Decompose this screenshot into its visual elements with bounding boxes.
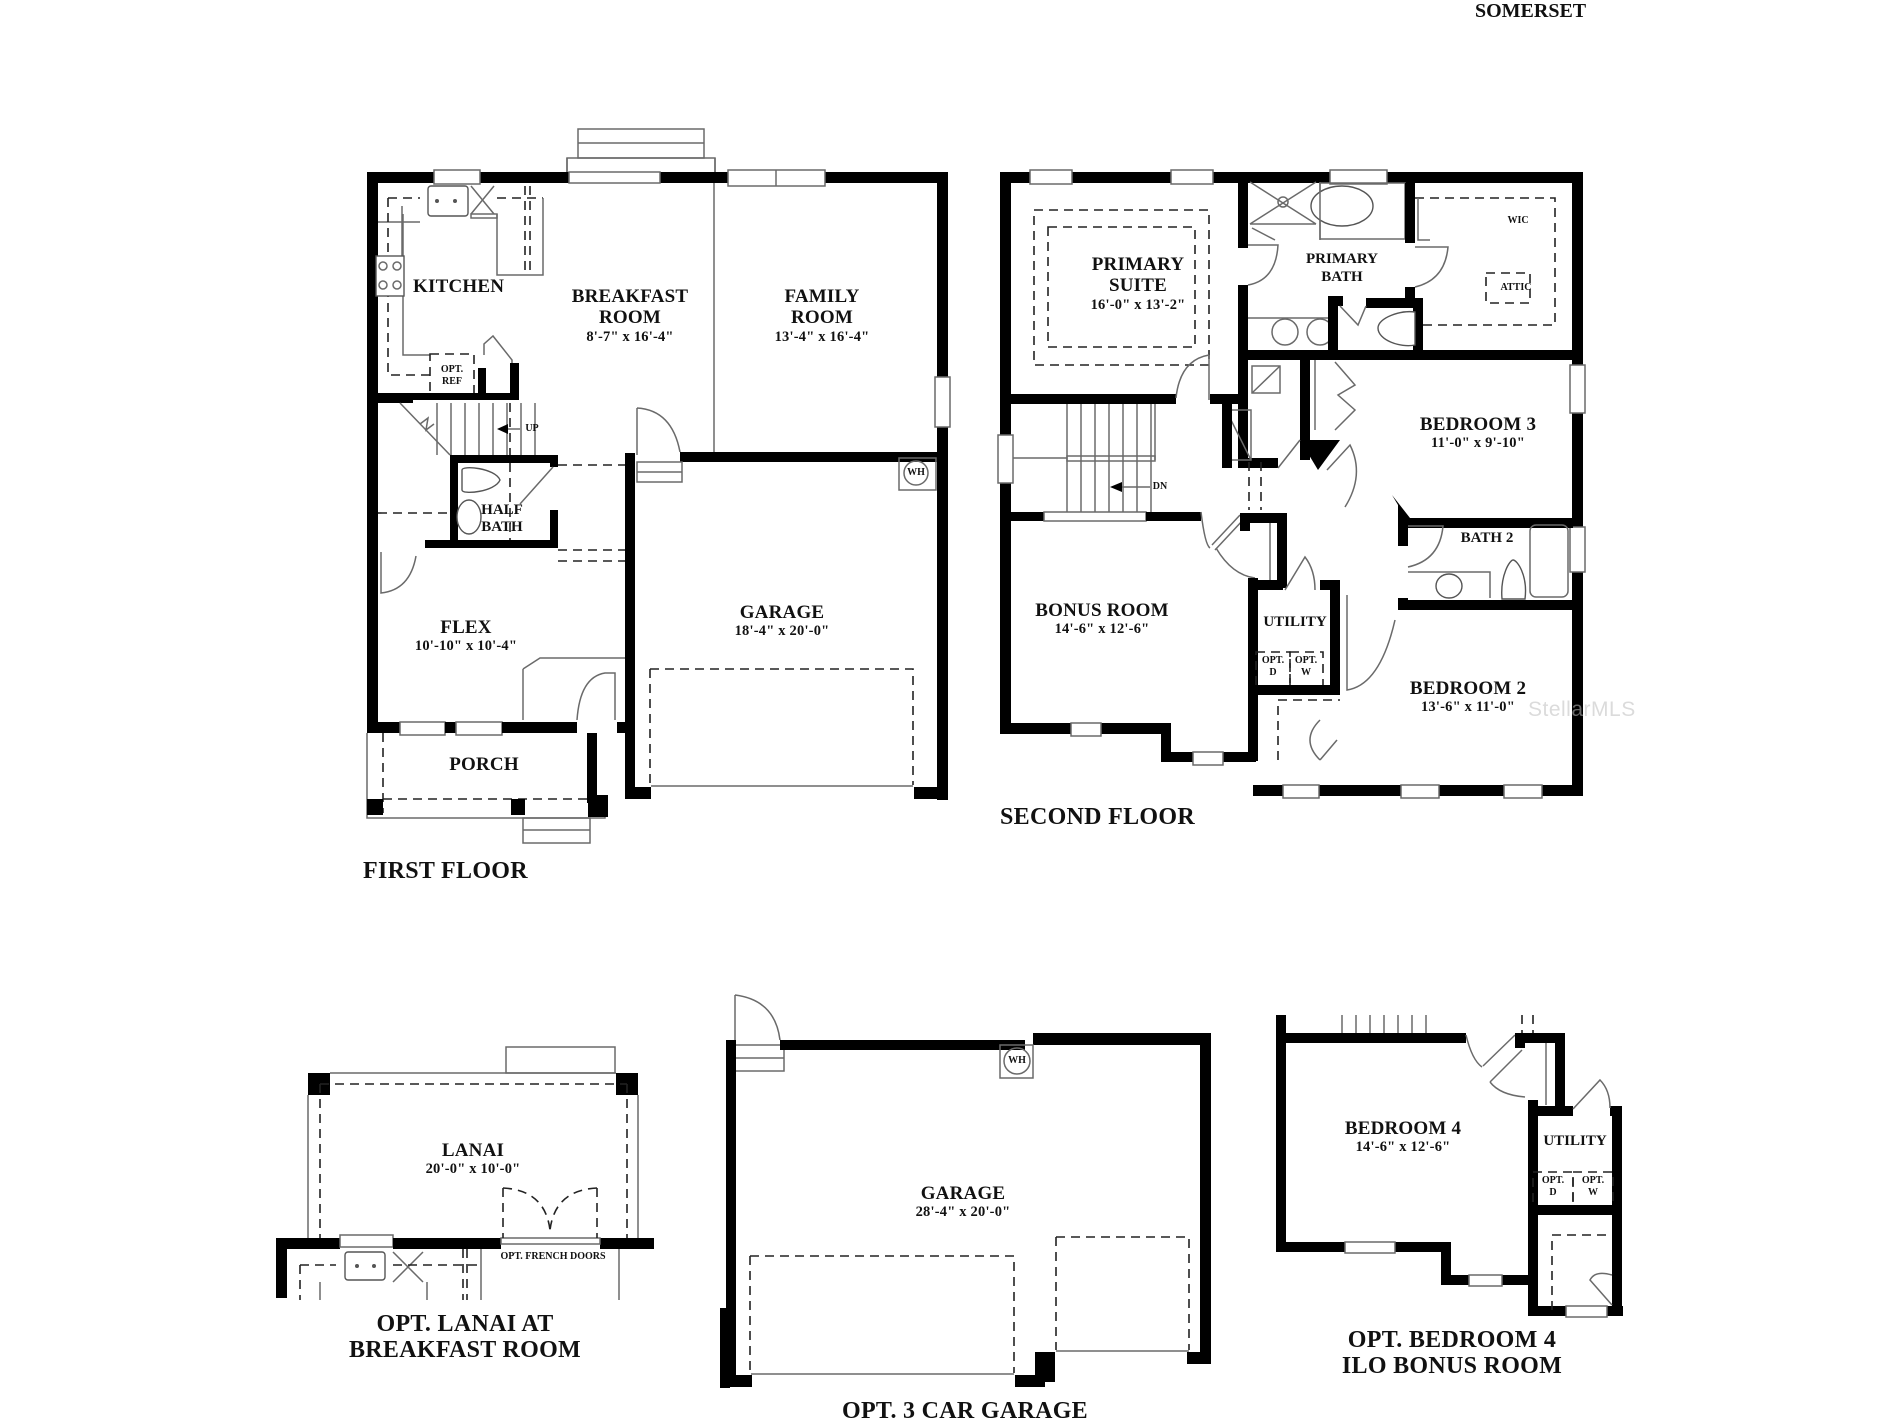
room-dimensions: 13'-6" x 11'-0" xyxy=(1420,699,1515,716)
room-label-porch: PORCH xyxy=(449,754,519,775)
room-label-flex: FLEX 10'-10" x 10'-4" xyxy=(414,617,518,655)
room-label-kitchen: KITCHEN xyxy=(413,276,505,297)
option-lanai-plan xyxy=(276,1046,654,1300)
room-dimensions: 18'-4" x 20'-0" xyxy=(734,623,830,640)
first-floor-plan xyxy=(366,128,951,844)
kitchen-sink xyxy=(427,185,469,217)
stairs-down-label: DN xyxy=(1152,481,1168,492)
room-label-breakfast-room: BREAKFAST ROOM 8'-7" x 16'-4" xyxy=(571,286,689,345)
room-label-wic: WIC xyxy=(1507,215,1529,226)
room-dimensions: 13'-4" x 16'-4" xyxy=(774,328,870,345)
room-label-lanai: LANAI 20'-0" x 10'-0" xyxy=(425,1140,521,1178)
room-dimensions: 14'-6" x 12'-6" xyxy=(1355,1139,1451,1156)
room-label-half-bath: HALF BATH xyxy=(481,502,523,535)
first-floor-title: FIRST FLOOR xyxy=(363,858,528,884)
room-label-family-room: FAMILY ROOM 13'-4" x 16'-4" xyxy=(774,286,870,345)
room-label-bedroom-2: BEDROOM 2 13'-6" x 11'-0" xyxy=(1409,678,1527,716)
room-dimensions: 8'-7" x 16'-4" xyxy=(586,328,674,345)
room-dimensions: 11'-0" x 9'-10" xyxy=(1430,435,1525,452)
window xyxy=(433,169,481,185)
option-lanai-title: OPT. LANAI AT BREAKFAST ROOM xyxy=(348,1311,582,1363)
option-3-car-garage-title: OPT. 3 CAR GARAGE xyxy=(842,1398,1088,1424)
lavatory xyxy=(456,499,482,535)
room-label-utility-option: UTILITY xyxy=(1543,1133,1607,1149)
opt-french-doors-label: OPT. FRENCH DOORS xyxy=(500,1251,606,1262)
plan-name-title: SOMERSET xyxy=(1475,0,1587,22)
option-bedroom-4-plan xyxy=(1276,1015,1623,1318)
bathtub xyxy=(1310,185,1374,227)
room-label-bedroom-4: BEDROOM 4 14'-6" x 12'-6" xyxy=(1344,1118,1462,1156)
room-label-bonus-room: BONUS ROOM 14'-6" x 12'-6" xyxy=(1035,600,1169,638)
room-dimensions: 10'-10" x 10'-4" xyxy=(414,638,518,655)
toilet xyxy=(1501,559,1527,600)
attic-access xyxy=(1485,272,1531,304)
room-dimensions: 28'-4" x 20'-0" xyxy=(915,1204,1011,1221)
opt-washer-label: OPT. W xyxy=(1294,655,1318,678)
room-label-bedroom-3: BEDROOM 3 11'-0" x 9'-10" xyxy=(1419,414,1537,452)
window xyxy=(934,376,951,428)
room-label-garage: GARAGE 18'-4" x 20'-0" xyxy=(734,602,830,640)
room-label-3-car-garage: GARAGE 28'-4" x 20'-0" xyxy=(915,1183,1011,1221)
room-label-primary-bath: PRIMARY BATH xyxy=(1306,251,1378,285)
second-floor-stairs xyxy=(1013,404,1156,514)
watermark: StellarMLS xyxy=(1528,698,1636,721)
opt-dryer-label: OPT. D xyxy=(1541,1175,1565,1198)
window xyxy=(399,721,446,736)
second-floor-plan xyxy=(997,169,1586,799)
room-label-primary-suite: PRIMARY SUITE 16'-0" x 13'-2" xyxy=(1090,254,1186,313)
room-dimensions: 14'-6" x 12'-6" xyxy=(1054,621,1150,638)
slider-door xyxy=(568,171,661,184)
opt-ref-label: OPT. REF xyxy=(440,364,464,387)
room-dimensions: 20'-0" x 10'-0" xyxy=(425,1161,521,1178)
room-dimensions: 16'-0" x 13'-2" xyxy=(1090,296,1186,313)
room-label-bath-2: BATH 2 xyxy=(1460,530,1514,546)
room-label-attic: ATTIC xyxy=(1500,282,1532,293)
option-bedroom-4-title: OPT. BEDROOM 4 ILO BONUS ROOM xyxy=(1341,1327,1563,1379)
opt-washer-label: OPT. W xyxy=(1581,1175,1605,1198)
window xyxy=(455,721,503,736)
option-3-car-garage-plan xyxy=(720,994,1211,1388)
water-heater-label: WH xyxy=(907,467,925,478)
toilet xyxy=(1377,311,1416,347)
water-heater-label: WH xyxy=(1008,1055,1026,1066)
opt-dryer-label: OPT. D xyxy=(1261,655,1285,678)
stairs-up-label: UP xyxy=(525,423,539,434)
range-stove xyxy=(375,255,405,297)
first-floor-stairs xyxy=(399,402,536,540)
room-label-utility: UTILITY xyxy=(1263,614,1327,630)
second-floor-title: SECOND FLOOR xyxy=(1000,804,1195,830)
toilet xyxy=(461,467,501,493)
